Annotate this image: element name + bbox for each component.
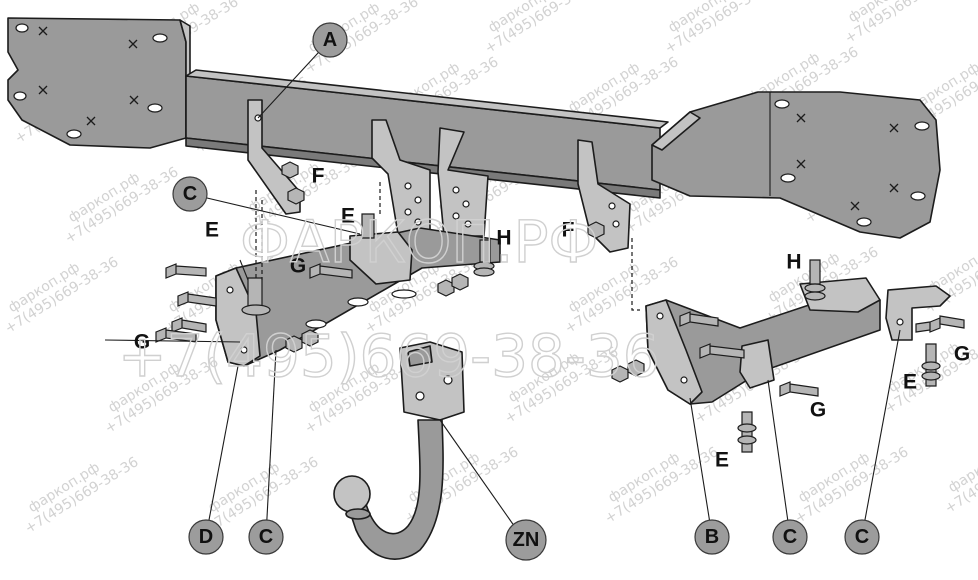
watermark-tile: фаркоп.рф+7(495)669-38-36 [2, 254, 121, 337]
watermark-tile: фаркоп.рф+7(495)669-38-36 [842, 0, 961, 47]
large-watermark: ФАРКОП.РФ +7(495)669-38-36 [117, 207, 660, 390]
beam-brackets [247, 99, 631, 253]
leader-lines [104, 39, 901, 541]
label-C-right: C [844, 519, 880, 555]
label-G-left: G [134, 331, 150, 354]
svg-text:D: D [199, 526, 213, 548]
watermark-tile: фаркоп.рф+7(495)669-38-36 [482, 0, 601, 57]
label-E-right-center: E [715, 449, 729, 472]
label-F-left: F [312, 165, 325, 188]
watermark-tile: фаркоп.рф+7(495)669-38-36 [22, 454, 141, 537]
left-bolts [155, 213, 495, 353]
svg-text:B: B [705, 526, 719, 548]
label-C-left: C [248, 519, 284, 555]
label-E-center: E [341, 205, 355, 228]
label-A: A [312, 22, 348, 58]
label-C-middle: C [772, 519, 808, 555]
label-G-upper-left: G [290, 255, 306, 278]
alignment-lines [255, 180, 640, 311]
svg-text:C: C [855, 526, 869, 548]
tow-ball-neck [333, 341, 465, 560]
svg-text:C: C [783, 526, 797, 548]
label-B: B [694, 519, 730, 555]
watermark-big-phone: +7(495)669-38-36 [118, 322, 660, 390]
left-arm-assembly [155, 213, 501, 367]
svg-text:ZN: ZN [513, 529, 540, 551]
watermark-tile: фаркоп.рф+7(495)669-38-36 [942, 434, 978, 517]
label-C-upper: C [172, 176, 208, 212]
label-E-left: E [205, 219, 219, 242]
letter-labels: F E H E G G F H G E G E [134, 165, 970, 472]
svg-text:C: C [259, 526, 273, 548]
watermark-tile: фаркоп.рф+7(495)669-38-36 [662, 0, 781, 57]
watermark-big-site: ФАРКОП.РФ [240, 208, 598, 276]
watermark-tile: фаркоп.рф+7(495)669-38-36 [62, 164, 181, 247]
label-G-right-center: G [810, 399, 826, 422]
right-bolts [611, 259, 965, 453]
label-F-right: F [562, 219, 575, 242]
label-G-far-right: G [954, 343, 970, 366]
label-E-far-right: E [903, 371, 917, 394]
watermark-tile: фаркоп.рф+7(495)669-38-36 [792, 444, 911, 527]
label-ZN: ZN [505, 519, 547, 561]
label-H-right: H [786, 251, 801, 274]
label-H-center: H [496, 227, 511, 250]
right-arm-assembly [611, 259, 965, 453]
circled-labels: A C D C ZN B C C [172, 22, 880, 561]
svg-text:A: A [323, 29, 337, 51]
svg-text:C: C [183, 183, 197, 205]
label-D: D [188, 519, 224, 555]
